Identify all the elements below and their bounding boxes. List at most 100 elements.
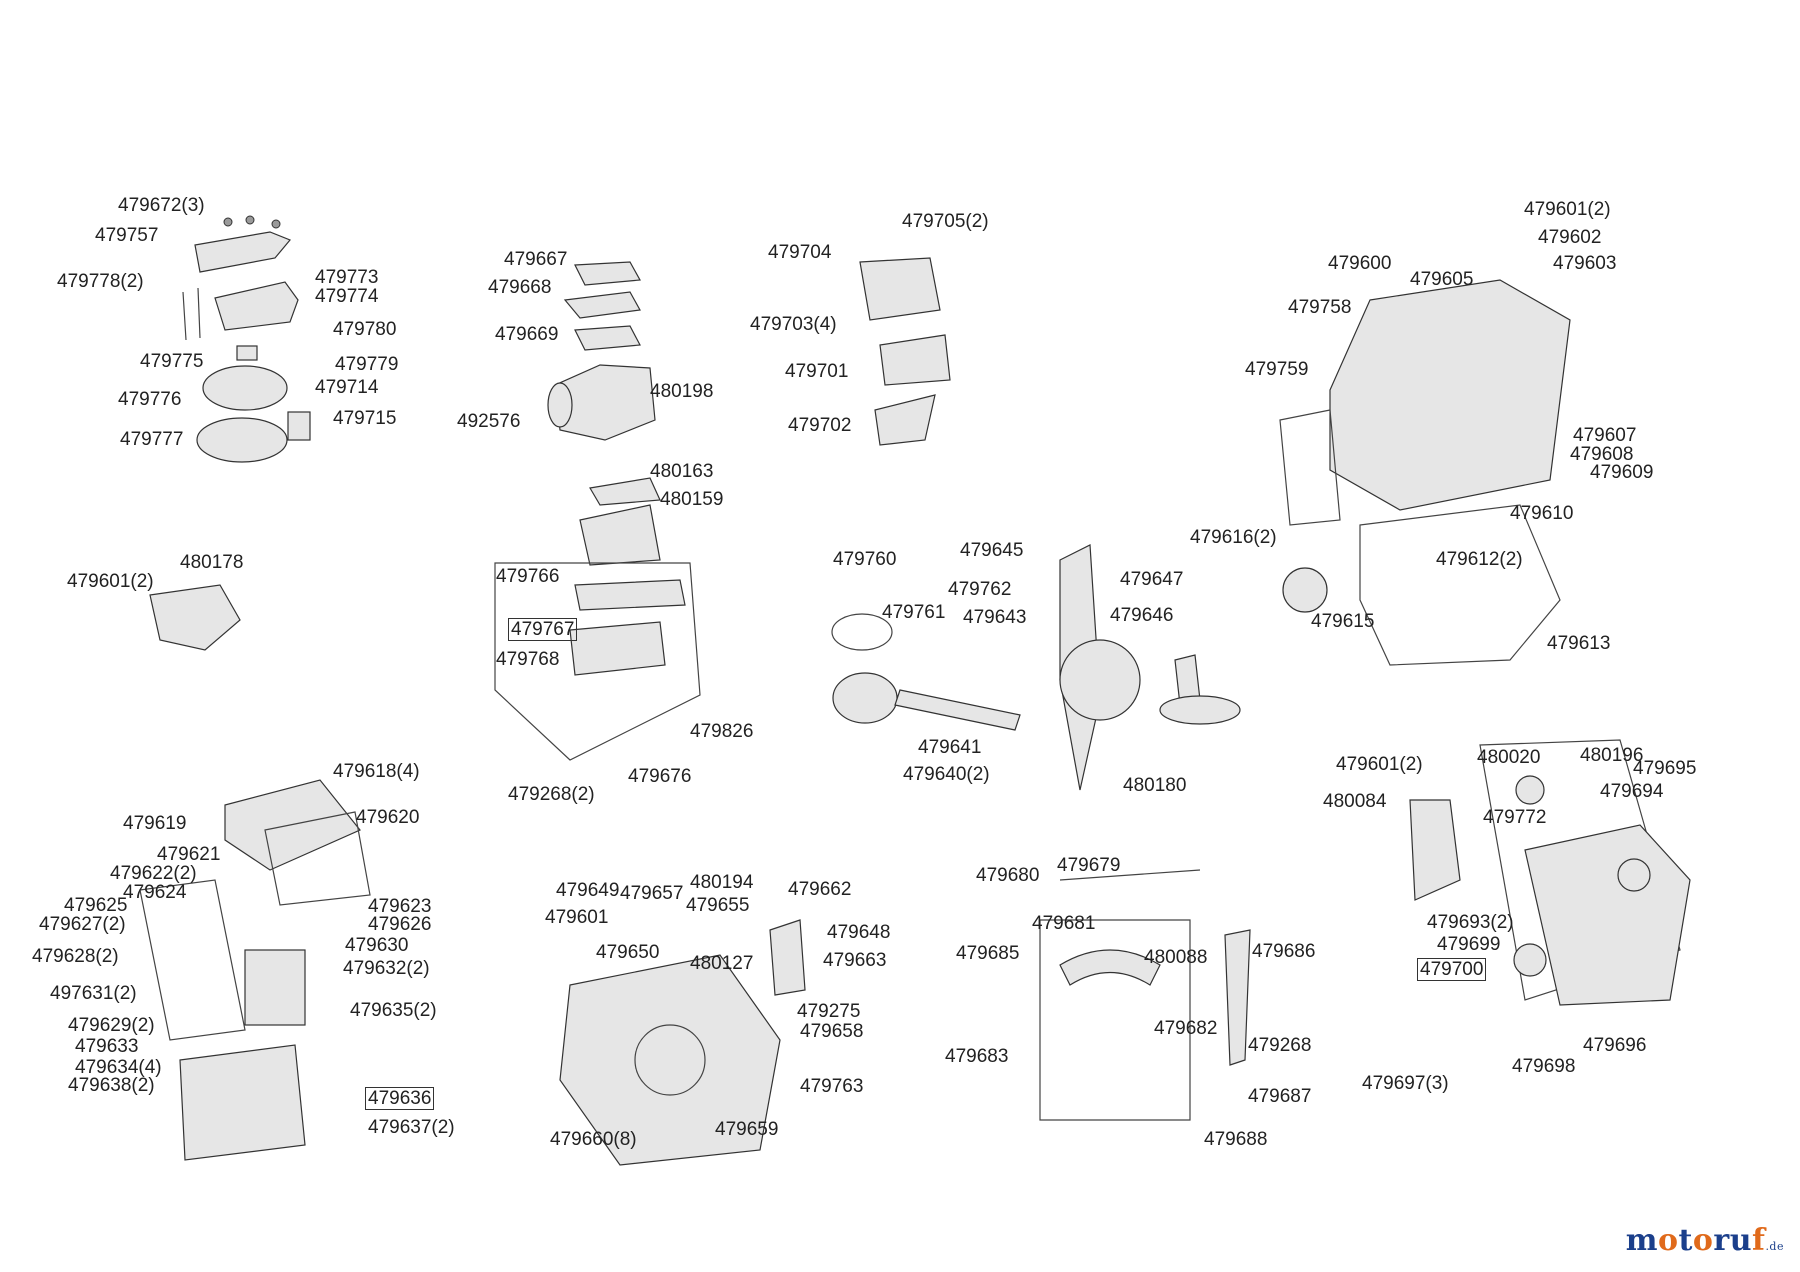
part-label: 479682 <box>1154 1018 1218 1039</box>
part-label: 479601(2) <box>1336 754 1423 775</box>
part-label: 479645 <box>960 540 1024 561</box>
part-label: 479610 <box>1510 503 1574 524</box>
part-label: 479637(2) <box>368 1117 455 1138</box>
muffler-assembly <box>859 257 951 446</box>
part-label: 479619 <box>123 813 187 834</box>
part-label: 479662 <box>788 879 852 900</box>
part-label: 479602 <box>1538 227 1602 248</box>
part-label: 479643 <box>963 607 1027 628</box>
part-label: 479679 <box>1057 855 1121 876</box>
part-label: 479702 <box>788 415 852 436</box>
part-label: 479268 <box>1248 1035 1312 1056</box>
crankcase-cover-assembly <box>559 919 806 1166</box>
part-label: 479627(2) <box>39 914 126 935</box>
part-label: 479703(4) <box>750 314 837 335</box>
motoruf-logo: motoruf.de <box>1625 1223 1784 1258</box>
part-label: 479620 <box>356 807 420 828</box>
part-label: 479693(2) <box>1427 912 1514 933</box>
part-label: 479621 <box>157 844 221 865</box>
part-label: 479603 <box>1553 253 1617 274</box>
part-label: 479268(2) <box>508 784 595 805</box>
part-label: 479668 <box>488 277 552 298</box>
part-label: 479601 <box>545 907 609 928</box>
part-label: 479763 <box>800 1076 864 1097</box>
part-label: 479655 <box>686 895 750 916</box>
part-label: 480163 <box>650 461 714 482</box>
part-label: 479638(2) <box>68 1075 155 1096</box>
part-label: 479760 <box>833 549 897 570</box>
part-label: 479660(8) <box>550 1129 637 1150</box>
part-label: 479616(2) <box>1190 527 1277 548</box>
part-label: 480127 <box>690 953 754 974</box>
part-label: 479615 <box>1311 611 1375 632</box>
part-label: 479686 <box>1252 941 1316 962</box>
part-label: 479772 <box>1483 807 1547 828</box>
part-label: 497631(2) <box>50 983 137 1004</box>
crankcase-assembly <box>1279 279 1571 666</box>
cylinder-head-assembly <box>139 779 371 1161</box>
part-label: 479640(2) <box>903 764 990 785</box>
part-label: 479633 <box>75 1036 139 1057</box>
part-label: 479681 <box>1032 913 1096 934</box>
part-label: 479777 <box>120 429 184 450</box>
part-label: 480196 <box>1580 745 1644 766</box>
part-label: 479635(2) <box>350 1000 437 1021</box>
part-label: 479630 <box>345 935 409 956</box>
part-label: 479658 <box>800 1021 864 1042</box>
part-label: 479705(2) <box>902 211 989 232</box>
part-label: 480198 <box>650 381 714 402</box>
part-label: 479612(2) <box>1436 549 1523 570</box>
part-label: 479650 <box>596 942 660 963</box>
part-label: 479667 <box>504 249 568 270</box>
part-label: 479758 <box>1288 297 1352 318</box>
part-label: 479622(2) <box>110 863 197 884</box>
part-label: 479715 <box>333 408 397 429</box>
part-label: 480020 <box>1477 747 1541 768</box>
carburetor-assembly <box>547 261 661 566</box>
part-label: 479657 <box>620 883 684 904</box>
part-label: 479618(4) <box>333 761 420 782</box>
part-label: 479626 <box>368 914 432 935</box>
part-label: 479680 <box>976 865 1040 886</box>
part-label: 480178 <box>180 552 244 573</box>
part-label: 479768 <box>496 649 560 670</box>
part-label: 479632(2) <box>343 958 430 979</box>
part-label: 479613 <box>1547 633 1611 654</box>
part-label: 479714 <box>315 377 379 398</box>
part-label: 479685 <box>956 943 1020 964</box>
part-label: 479601(2) <box>1524 199 1611 220</box>
part-label: 479608 <box>1570 444 1634 465</box>
part-label: 479776 <box>118 389 182 410</box>
part-label: 479761 <box>882 602 946 623</box>
part-label: 479687 <box>1248 1086 1312 1107</box>
part-label: 479683 <box>945 1046 1009 1067</box>
part-label: 479775 <box>140 351 204 372</box>
part-label: 479773 <box>315 267 379 288</box>
part-label: 479605 <box>1410 269 1474 290</box>
part-label: 479694 <box>1600 781 1664 802</box>
part-label: 479757 <box>95 225 159 246</box>
part-label: 479774 <box>315 286 379 307</box>
part-label: 480159 <box>660 489 724 510</box>
part-label: 479609 <box>1590 462 1654 483</box>
part-label: 479663 <box>823 950 887 971</box>
governor-control-assembly <box>1039 869 1251 1121</box>
part-label: 479826 <box>690 721 754 742</box>
part-label: 479762 <box>948 579 1012 600</box>
part-label: 480194 <box>690 872 754 893</box>
part-label: 479659 <box>715 1119 779 1140</box>
part-label: 479696 <box>1583 1035 1647 1056</box>
part-label: 479275 <box>797 1001 861 1022</box>
part-label: 479672(3) <box>118 195 205 216</box>
part-label: 479697(3) <box>1362 1073 1449 1094</box>
part-label: 480180 <box>1123 775 1187 796</box>
part-label: 479695 <box>1633 758 1697 779</box>
part-label: 479634(4) <box>75 1057 162 1078</box>
part-label: 479778(2) <box>57 271 144 292</box>
piston-crankshaft-assembly <box>831 544 1241 791</box>
part-label: 479625 <box>64 895 128 916</box>
part-label: 479601(2) <box>67 571 154 592</box>
part-label: 479647 <box>1120 569 1184 590</box>
part-label: 479648 <box>827 922 891 943</box>
